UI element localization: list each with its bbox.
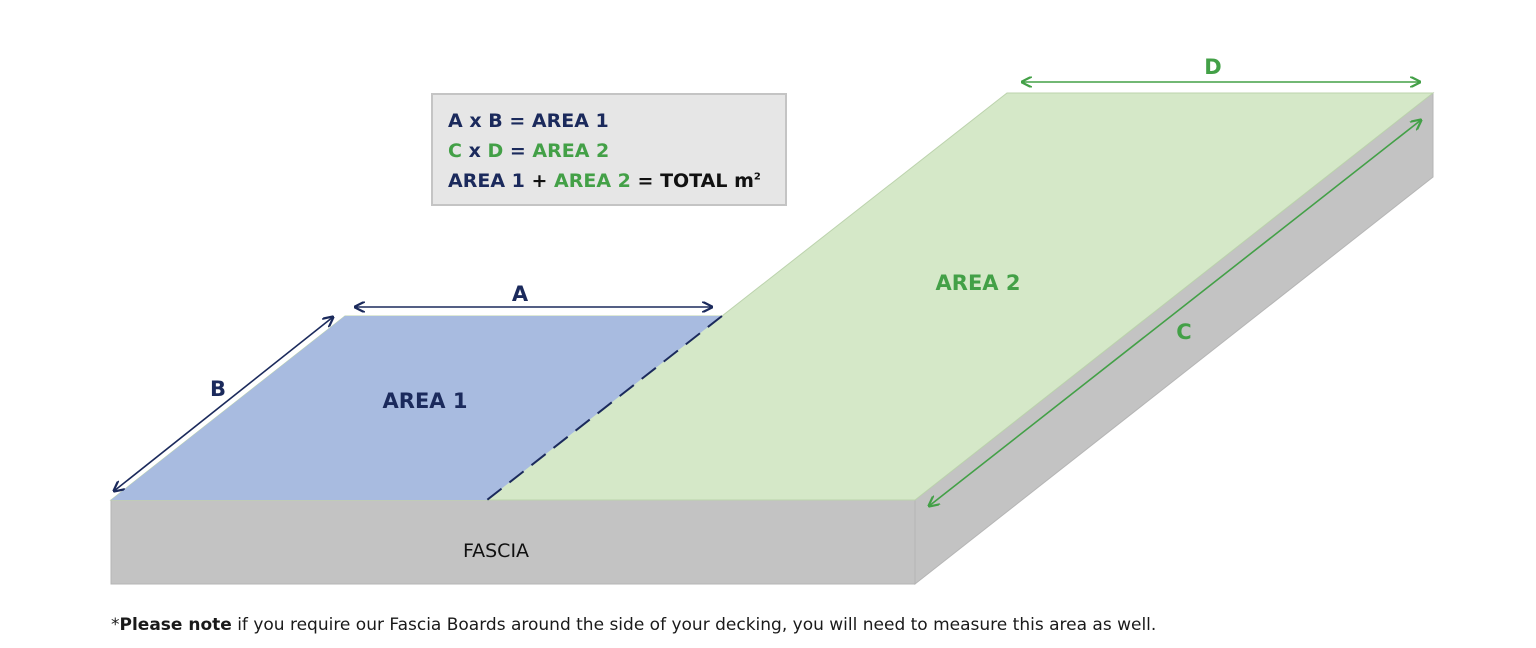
formula-plus: + [531,170,548,192]
formula-line-area-1: A x B = AREA 1 [448,106,785,136]
formula-line-total: AREA 1 + AREA 2 = TOTAL m2 [448,166,785,196]
dimension-a-label: A [512,282,529,306]
formula-superscript: 2 [753,171,761,183]
dimension-d-label: D [1204,55,1221,79]
footnote: *Please note if you require our Fascia B… [111,615,1156,635]
formula-total-area-2: AREA 2 [554,170,631,192]
formula-total: TOTAL m [660,170,754,192]
footnote-text: if you require our Fascia Boards around … [231,615,1157,635]
formula-times: x [469,110,482,132]
fascia-label: FASCIA [463,540,529,562]
footnote-bold: Please note [119,615,232,635]
formula-area-2: AREA 2 [532,140,610,162]
formula-area-1: AREA 1 [531,110,609,132]
formula-box: A x B = AREA 1 C x D = AREA 2 AREA 1 + A… [431,93,787,206]
formula-line-area-2: C x D = AREA 2 [448,136,785,166]
formula-c: C [448,140,462,162]
formula-equals: = [509,110,526,132]
dimension-b-arrow [114,317,333,491]
area-1-label: AREA 1 [383,389,468,413]
area-2-label: AREA 2 [936,271,1021,295]
formula-b: B [488,110,503,132]
dimension-c-label: C [1176,320,1191,344]
formula-d: D [487,140,504,162]
footnote-prefix: * [111,615,120,635]
area-divider-dashed-line [486,315,723,501]
dimension-b-label: B [210,377,226,401]
formula-equals: = [509,140,526,162]
formula-equals: = [637,170,654,192]
dimension-c-arrow [929,120,1421,506]
formula-total-area-1: AREA 1 [448,170,525,192]
formula-times: x [468,140,481,162]
formula-a: A [448,110,463,132]
